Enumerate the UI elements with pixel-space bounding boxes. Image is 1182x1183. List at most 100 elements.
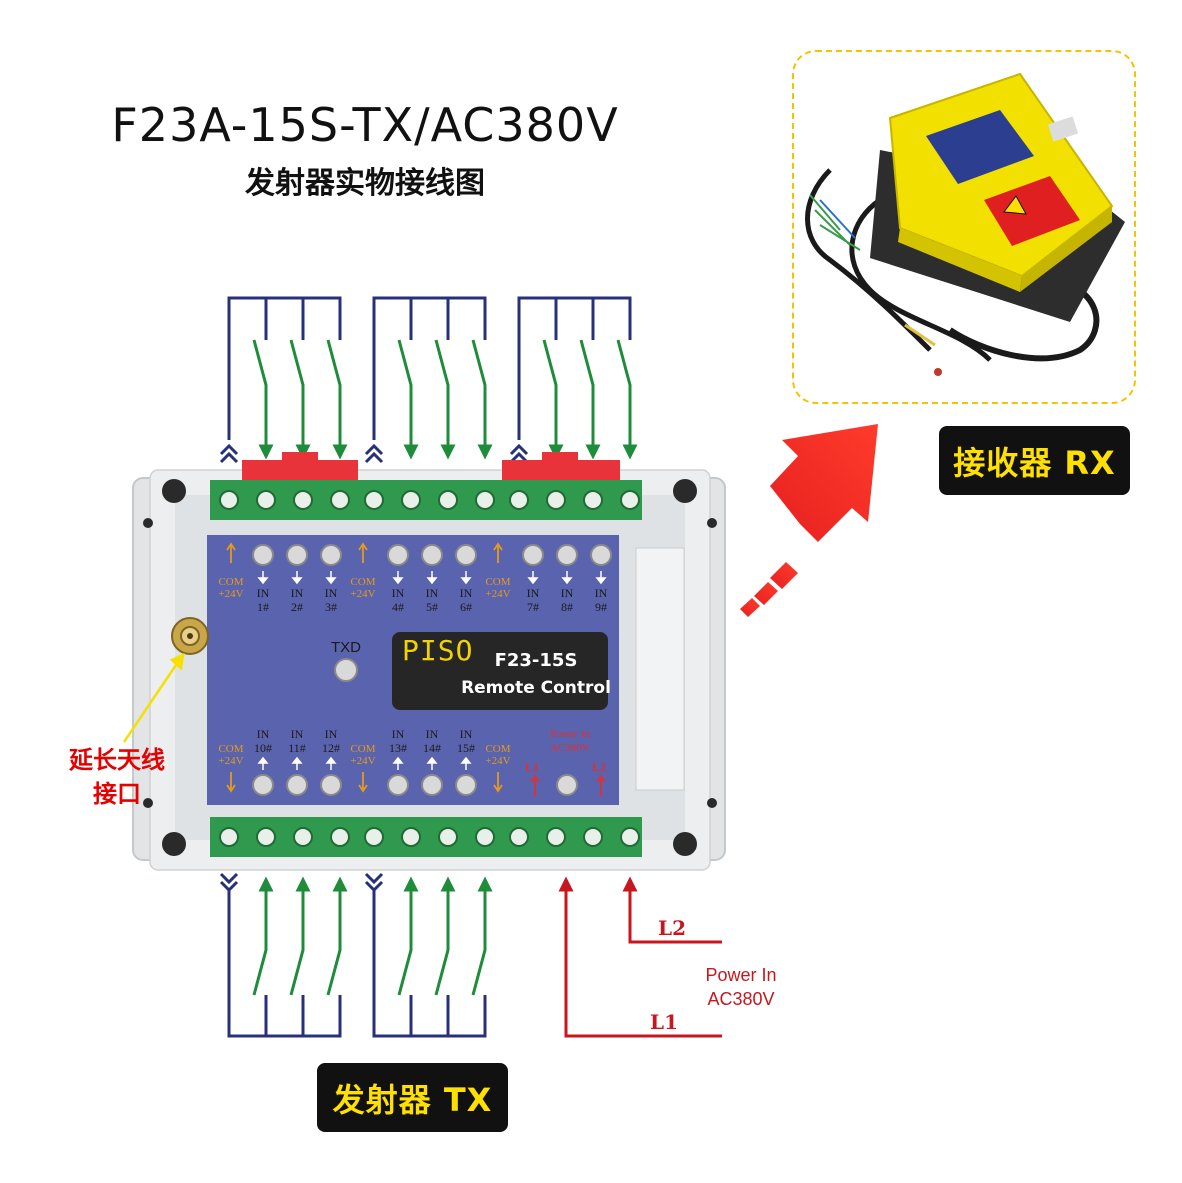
input-prefix: IN (256, 727, 270, 741)
line-l1-label: L1 (650, 1010, 678, 1034)
input-prefix: IN (459, 586, 473, 600)
com-label-line-2: +24V (485, 588, 511, 600)
com-label: COM +24V (211, 576, 251, 600)
input-number: 11# (288, 741, 306, 755)
com-label: COM +24V (478, 743, 518, 767)
com-label-line-2: +24V (218, 588, 244, 600)
input-number: 7# (527, 600, 539, 614)
com-label-line-2: +24V (350, 755, 376, 767)
com-label: COM +24V (478, 576, 518, 600)
top-input-leds (252, 544, 612, 566)
device-product-name: Remote Control (461, 678, 611, 698)
power-wiring (558, 876, 722, 1038)
input-number: 5# (426, 600, 438, 614)
bottom-wiring-group-1 (227, 890, 342, 1038)
txd-label: TXD (331, 639, 361, 656)
antenna-connector (171, 617, 209, 655)
com-label-line-2: +24V (485, 755, 511, 767)
com-label-line-1: COM (485, 576, 511, 588)
top-wiring-group-2 (372, 296, 487, 440)
input-prefix: IN (391, 586, 405, 600)
com-label-line-1: COM (218, 743, 244, 755)
input-prefix: IN (324, 727, 338, 741)
panel-terminal-l2: L2 (592, 760, 607, 774)
top-com-chevrons (219, 443, 529, 464)
input-number: 2# (291, 600, 303, 614)
input-number: 6# (460, 600, 472, 614)
input-number: 3# (325, 600, 337, 614)
input-prefix: IN (324, 586, 338, 600)
top-wiring-group-1 (227, 296, 342, 440)
power-input-label-line-1: Power In (705, 965, 777, 985)
line-l2-label: L2 (658, 916, 686, 940)
bottom-terminal-strip (210, 817, 642, 857)
com-label: COM +24V (211, 743, 251, 767)
power-input-label-line-2: AC380V (707, 989, 775, 1009)
panel-input-arrows (257, 571, 607, 770)
panel-com-arrows (226, 542, 503, 793)
input-number: 8# (561, 600, 573, 614)
top-terminal-strip (210, 480, 642, 520)
input-number: 1# (257, 600, 269, 614)
top-wiring-group-3 (517, 296, 632, 440)
input-prefix: IN (290, 586, 304, 600)
com-label-line-2: +24V (218, 755, 244, 767)
input-prefix: IN (526, 586, 540, 600)
com-label-line-1: COM (485, 743, 511, 755)
com-label: COM +24V (343, 743, 383, 767)
panel-power-label: Power In AC380V (522, 727, 618, 755)
input-number: 13# (389, 741, 407, 755)
input-prefix: IN (594, 586, 608, 600)
rx-direction-arrow (740, 424, 878, 617)
device-model: F23-15S (494, 650, 578, 671)
page-title: F23A-15S-TX/AC380V (111, 98, 619, 152)
receiver-image (805, 72, 1125, 376)
com-label-line-1: COM (218, 576, 244, 588)
antenna-label: 延长天线 接口 (52, 743, 182, 811)
com-label-line-1: COM (350, 576, 376, 588)
input-number: 15# (457, 741, 475, 755)
receiver-badge: 接收器 RX (939, 426, 1130, 495)
panel-terminal-l1: L1 (525, 760, 540, 774)
input-prefix: IN (425, 727, 439, 741)
top-switches (252, 339, 638, 460)
input-prefix: IN (290, 727, 304, 741)
brand-logo: PISO (402, 634, 474, 667)
bottom-input-leds (252, 774, 578, 796)
antenna-label-line-2: 接口 (93, 780, 141, 808)
bottom-switches (252, 876, 493, 996)
input-number: 9# (595, 600, 607, 614)
input-number: 14# (423, 741, 441, 755)
panel-power-arrows (530, 774, 606, 797)
bottom-wiring-group-2 (372, 890, 487, 1038)
input-prefix: IN (459, 727, 473, 741)
power-input-label: Power In AC380V (686, 963, 796, 1011)
txd-led (334, 658, 358, 682)
input-prefix: IN (391, 727, 405, 741)
input-number: 4# (392, 600, 404, 614)
panel-power-label-line-1: Power In (549, 728, 591, 740)
com-label-line-2: +24V (350, 588, 376, 600)
input-number: 12# (322, 741, 340, 755)
input-prefix: IN (425, 586, 439, 600)
input-prefix: IN (256, 586, 270, 600)
input-prefix: IN (560, 586, 574, 600)
panel-power-label-line-2: AC380V (550, 742, 590, 754)
page-subtitle: 发射器实物接线图 (245, 166, 485, 201)
